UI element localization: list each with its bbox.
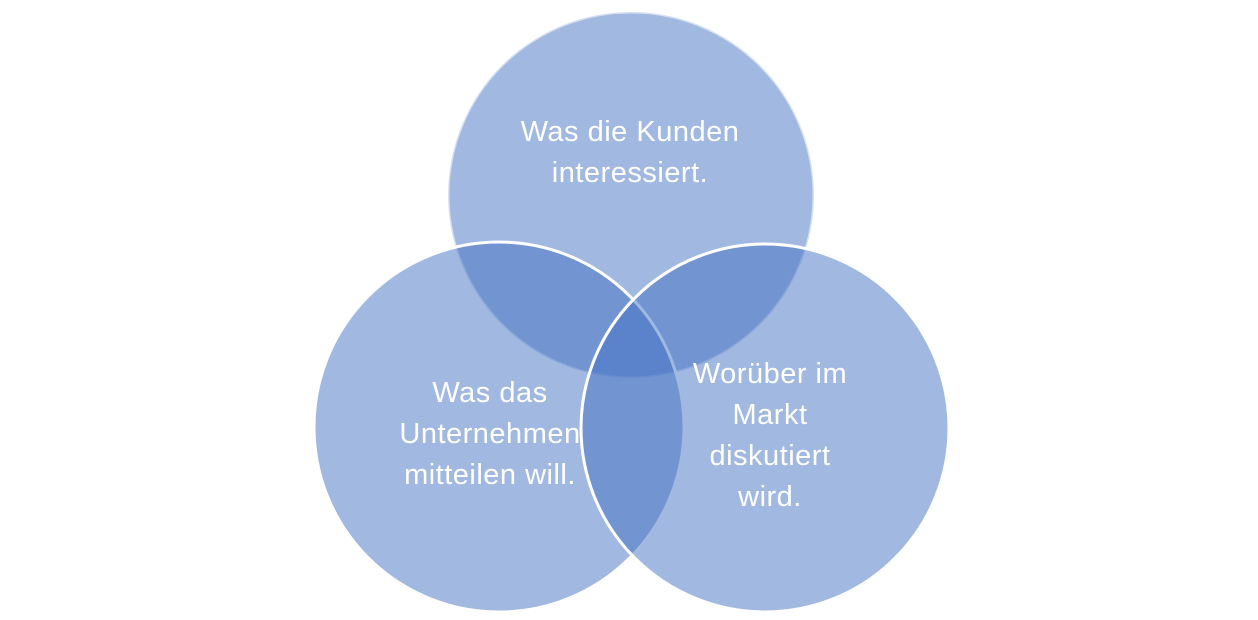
label-customer-interest: Was die Kunden interessiert. — [480, 112, 780, 194]
label-line: mitteilen will. — [404, 459, 576, 491]
label-line: diskutiert — [709, 440, 831, 472]
label-line: Unternehmen — [399, 418, 581, 450]
label-line: Markt — [732, 399, 808, 431]
label-company-message: Was das Unternehmen mitteilen will. — [340, 373, 640, 496]
label-line: Worüber im — [692, 358, 848, 390]
label-line: interessiert. — [551, 157, 709, 189]
label-line: Was die Kunden — [520, 116, 740, 148]
circle-right — [579, 242, 951, 614]
label-market-discussion: Worüber im Markt diskutiert wird. — [645, 354, 895, 518]
label-line: Was das — [432, 377, 548, 409]
label-line: wird. — [738, 481, 802, 513]
